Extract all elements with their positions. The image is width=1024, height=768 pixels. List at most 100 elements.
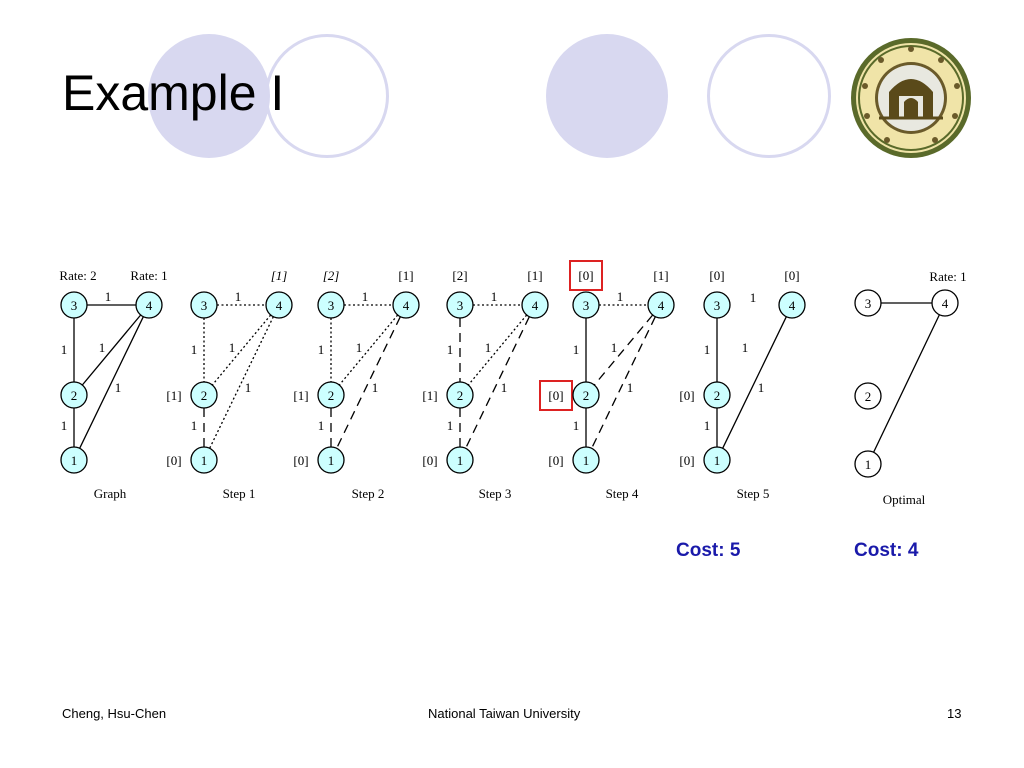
decor-circle-1 bbox=[148, 34, 270, 158]
decor-ring-2 bbox=[707, 34, 831, 158]
slide-title: Example I bbox=[62, 65, 285, 121]
footer-page-number: 13 bbox=[947, 706, 962, 721]
node-label: 3 bbox=[71, 298, 78, 313]
node-2 bbox=[572, 381, 600, 409]
node-4 bbox=[778, 291, 806, 319]
edge-weight-label: 1 bbox=[704, 342, 711, 357]
edge-weight-label: 1 bbox=[115, 380, 122, 395]
edge-weight-label: 1 bbox=[99, 340, 106, 355]
edge-weight-label: 1 bbox=[61, 342, 68, 357]
edge-4-1 bbox=[336, 316, 401, 449]
node-tag: [2] bbox=[452, 268, 467, 283]
node-label: 3 bbox=[865, 296, 872, 311]
edge-4-1 bbox=[591, 316, 656, 449]
edge-weight-label: 1 bbox=[573, 418, 580, 433]
edge-weight-label: 1 bbox=[750, 290, 757, 305]
node-4 bbox=[265, 291, 293, 319]
node-4 bbox=[931, 289, 959, 317]
edge-weight-label: 1 bbox=[573, 342, 580, 357]
node-label: 3 bbox=[714, 298, 721, 313]
node-label: 3 bbox=[457, 298, 464, 313]
edge-weight-label: 1 bbox=[485, 340, 492, 355]
node-label: 3 bbox=[201, 298, 208, 313]
panel-caption: Optimal bbox=[883, 492, 926, 507]
node-4 bbox=[647, 291, 675, 319]
node-tag: [0] bbox=[709, 268, 724, 283]
node-tag: Rate: 2 bbox=[59, 268, 96, 283]
edge-weight-label: 1 bbox=[61, 418, 68, 433]
node-1 bbox=[703, 446, 731, 474]
edge-weight-label: 1 bbox=[617, 289, 624, 304]
node-2 bbox=[317, 381, 345, 409]
node-1 bbox=[60, 446, 88, 474]
panel-caption: Step 5 bbox=[737, 486, 770, 501]
university-seal-icon bbox=[851, 38, 971, 158]
node-4 bbox=[135, 291, 163, 319]
edge-weight-label: 1 bbox=[447, 418, 454, 433]
node-3 bbox=[854, 289, 882, 317]
node-1 bbox=[190, 446, 218, 474]
node-3 bbox=[317, 291, 345, 319]
edge-weight-label: 1 bbox=[372, 380, 379, 395]
edge-weight-label: 1 bbox=[447, 342, 454, 357]
node-tag: [0] bbox=[548, 388, 563, 403]
highlight-box bbox=[569, 260, 603, 291]
node-3 bbox=[190, 291, 218, 319]
edge-4-1 bbox=[873, 314, 940, 453]
node-1 bbox=[317, 446, 345, 474]
panel-caption: Step 4 bbox=[606, 486, 639, 501]
node-label: 1 bbox=[201, 453, 208, 468]
edge-weight-label: 1 bbox=[742, 340, 749, 355]
edge-weight-label: 1 bbox=[501, 380, 508, 395]
decor-ring-1 bbox=[265, 34, 389, 158]
node-3 bbox=[703, 291, 731, 319]
node-label: 4 bbox=[276, 298, 283, 313]
edge-weight-label: 1 bbox=[105, 289, 112, 304]
node-4 bbox=[521, 291, 549, 319]
edge-4-2 bbox=[467, 314, 528, 386]
node-4 bbox=[392, 291, 420, 319]
edge-weight-label: 1 bbox=[627, 380, 634, 395]
panel-caption: Step 3 bbox=[479, 486, 512, 501]
edge-4-1 bbox=[722, 316, 787, 449]
footer-author: Cheng, Hsu-Chen bbox=[62, 706, 167, 721]
cost-label: Cost: 5 bbox=[676, 540, 741, 561]
edge-4-1 bbox=[79, 316, 144, 449]
node-label: 4 bbox=[658, 298, 665, 313]
node-tag: [0] bbox=[548, 453, 563, 468]
node-2 bbox=[60, 381, 88, 409]
highlight-box bbox=[539, 380, 573, 411]
node-label: 2 bbox=[71, 388, 78, 403]
node-2 bbox=[446, 381, 474, 409]
node-label: 3 bbox=[328, 298, 335, 313]
node-tag: [0] bbox=[784, 268, 799, 283]
panel-caption: Step 1 bbox=[223, 486, 256, 501]
node-1 bbox=[572, 446, 600, 474]
node-tag: [1] bbox=[527, 268, 542, 283]
node-tag: [0] bbox=[293, 453, 308, 468]
edge-weight-label: 1 bbox=[356, 340, 363, 355]
node-tag: [1] bbox=[653, 268, 668, 283]
edge-weight-label: 1 bbox=[491, 289, 498, 304]
edge-4-2 bbox=[81, 314, 142, 386]
edge-weight-label: 1 bbox=[318, 342, 325, 357]
node-tag: [0] bbox=[679, 453, 694, 468]
footer-institution: National Taiwan University bbox=[428, 706, 581, 721]
edge-weight-label: 1 bbox=[191, 342, 198, 357]
panel-caption: Step 2 bbox=[352, 486, 385, 501]
node-tag: [0] bbox=[422, 453, 437, 468]
node-label: 2 bbox=[583, 388, 590, 403]
node-tag: [1] bbox=[422, 388, 437, 403]
node-tag: [0] bbox=[578, 268, 593, 283]
node-label: 2 bbox=[714, 388, 721, 403]
node-tag: [1] bbox=[166, 388, 181, 403]
node-label: 1 bbox=[583, 453, 590, 468]
node-label: 2 bbox=[328, 388, 335, 403]
edge-weight-label: 1 bbox=[229, 340, 236, 355]
edge-weight-label: 1 bbox=[704, 418, 711, 433]
